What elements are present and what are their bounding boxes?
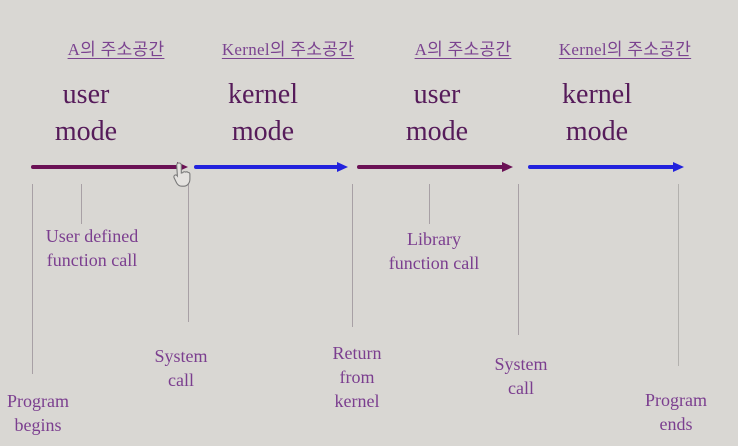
- tick-system-call-2: [518, 184, 519, 335]
- tick-library-function-call: [429, 184, 430, 224]
- address-space-header-2: Kernel의 주소공간: [221, 40, 355, 59]
- tick-program-begins: [32, 184, 33, 374]
- event-label-library-function-call: Library function call: [388, 229, 480, 273]
- arrow-head-icon: [673, 162, 684, 172]
- arrow-head-icon: [502, 162, 513, 172]
- mode-label-user-2: user mode: [405, 79, 469, 147]
- tick-return-from-kernel: [352, 184, 353, 327]
- tick-user-defined-call: [81, 184, 82, 224]
- arrow-head-icon: [337, 162, 348, 172]
- arrow-shaft: [194, 165, 341, 169]
- event-label-program-ends: Program ends: [645, 390, 707, 434]
- event-label-system-call-2: System call: [494, 354, 548, 398]
- tick-program-ends: [678, 184, 679, 366]
- tick-system-call-1: [188, 184, 189, 322]
- event-label-return-from-kernel: Return from kernel: [332, 343, 382, 411]
- arrow-shaft: [528, 165, 677, 169]
- kernel-mode-arrow-2: [528, 162, 684, 172]
- address-space-header-4: Kernel의 주소공간: [558, 40, 692, 59]
- arrow-head-icon: [177, 162, 188, 172]
- event-label-system-call-1: System call: [154, 346, 208, 390]
- hand-pointer-cursor-icon: [172, 161, 191, 189]
- kernel-mode-arrow-1: [194, 162, 348, 172]
- arrow-shaft: [31, 165, 181, 169]
- user-mode-arrow-1: [31, 162, 188, 172]
- mode-label-kernel-2: kernel mode: [562, 79, 632, 147]
- user-mode-arrow-2: [357, 162, 513, 172]
- mode-label-user-1: user mode: [54, 79, 118, 147]
- event-label-program-begins: Program begins: [7, 391, 69, 435]
- mode-label-kernel-1: kernel mode: [228, 79, 298, 147]
- address-space-header-1: A의 주소공간: [67, 40, 165, 59]
- arrow-shaft: [357, 165, 506, 169]
- event-label-user-defined-call: User defined function call: [45, 226, 139, 270]
- address-space-header-3: A의 주소공간: [414, 40, 512, 59]
